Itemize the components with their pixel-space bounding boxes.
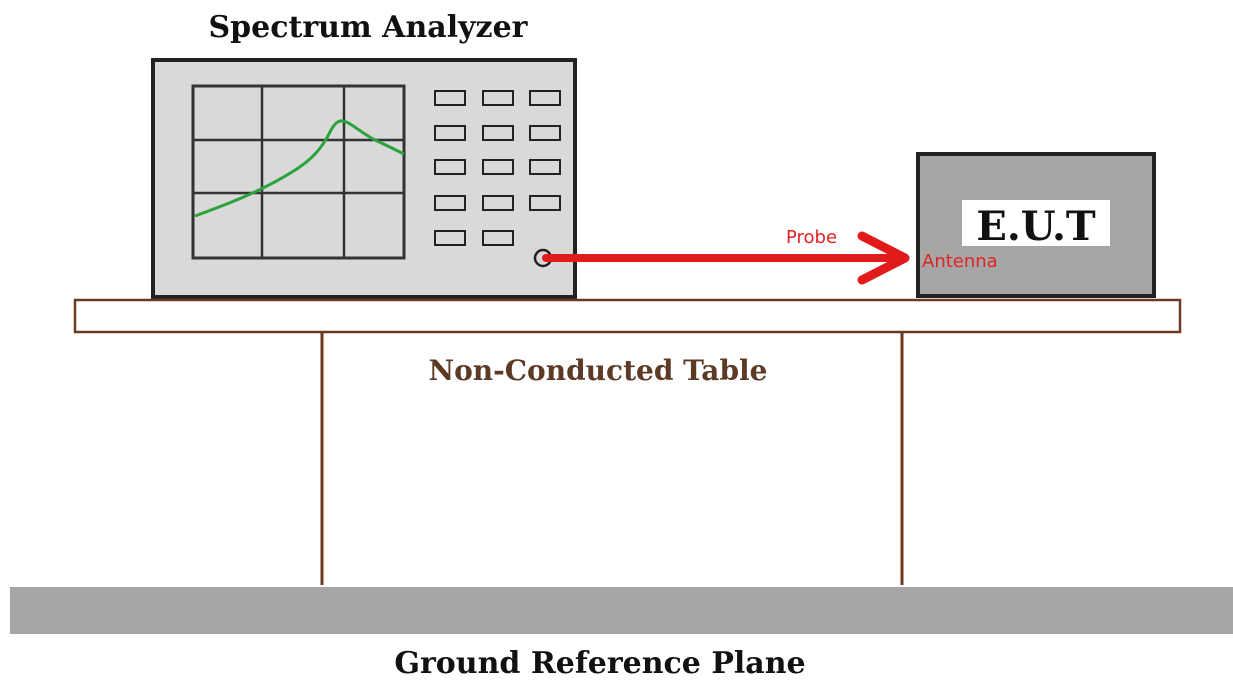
key-button [482, 230, 514, 246]
ground-label: Ground Reference Plane [394, 646, 805, 680]
key-button [434, 230, 466, 246]
spectrum-analyzer-title: Spectrum Analyzer [209, 10, 529, 45]
key-button [482, 90, 514, 106]
spectrum-analyzer [151, 58, 577, 299]
analyzer-screen [191, 84, 406, 260]
key-button [529, 159, 561, 175]
eut-label: E.U.T [976, 203, 1096, 250]
probe-cable-arrow [542, 231, 910, 285]
eut-device: E.U.T [916, 152, 1156, 298]
eut-label-background [962, 200, 1110, 246]
key-button [482, 125, 514, 141]
key-button [529, 125, 561, 141]
key-button [529, 90, 561, 106]
key-button [482, 159, 514, 175]
analyzer-keypad [434, 90, 561, 246]
key-button [482, 195, 514, 211]
non-conducted-table [73, 298, 1182, 585]
key-button [434, 125, 466, 141]
key-button [529, 195, 561, 211]
spectrum-trace [194, 119, 405, 218]
table-label: Non-Conducted Table [429, 354, 768, 387]
key-button [434, 90, 466, 106]
key-button [434, 159, 466, 175]
antenna-label: Antenna [922, 251, 998, 272]
table-top [73, 298, 1182, 334]
probe-label: Probe [786, 227, 837, 248]
ground-reference-plane [10, 587, 1233, 634]
key-button [434, 195, 466, 211]
